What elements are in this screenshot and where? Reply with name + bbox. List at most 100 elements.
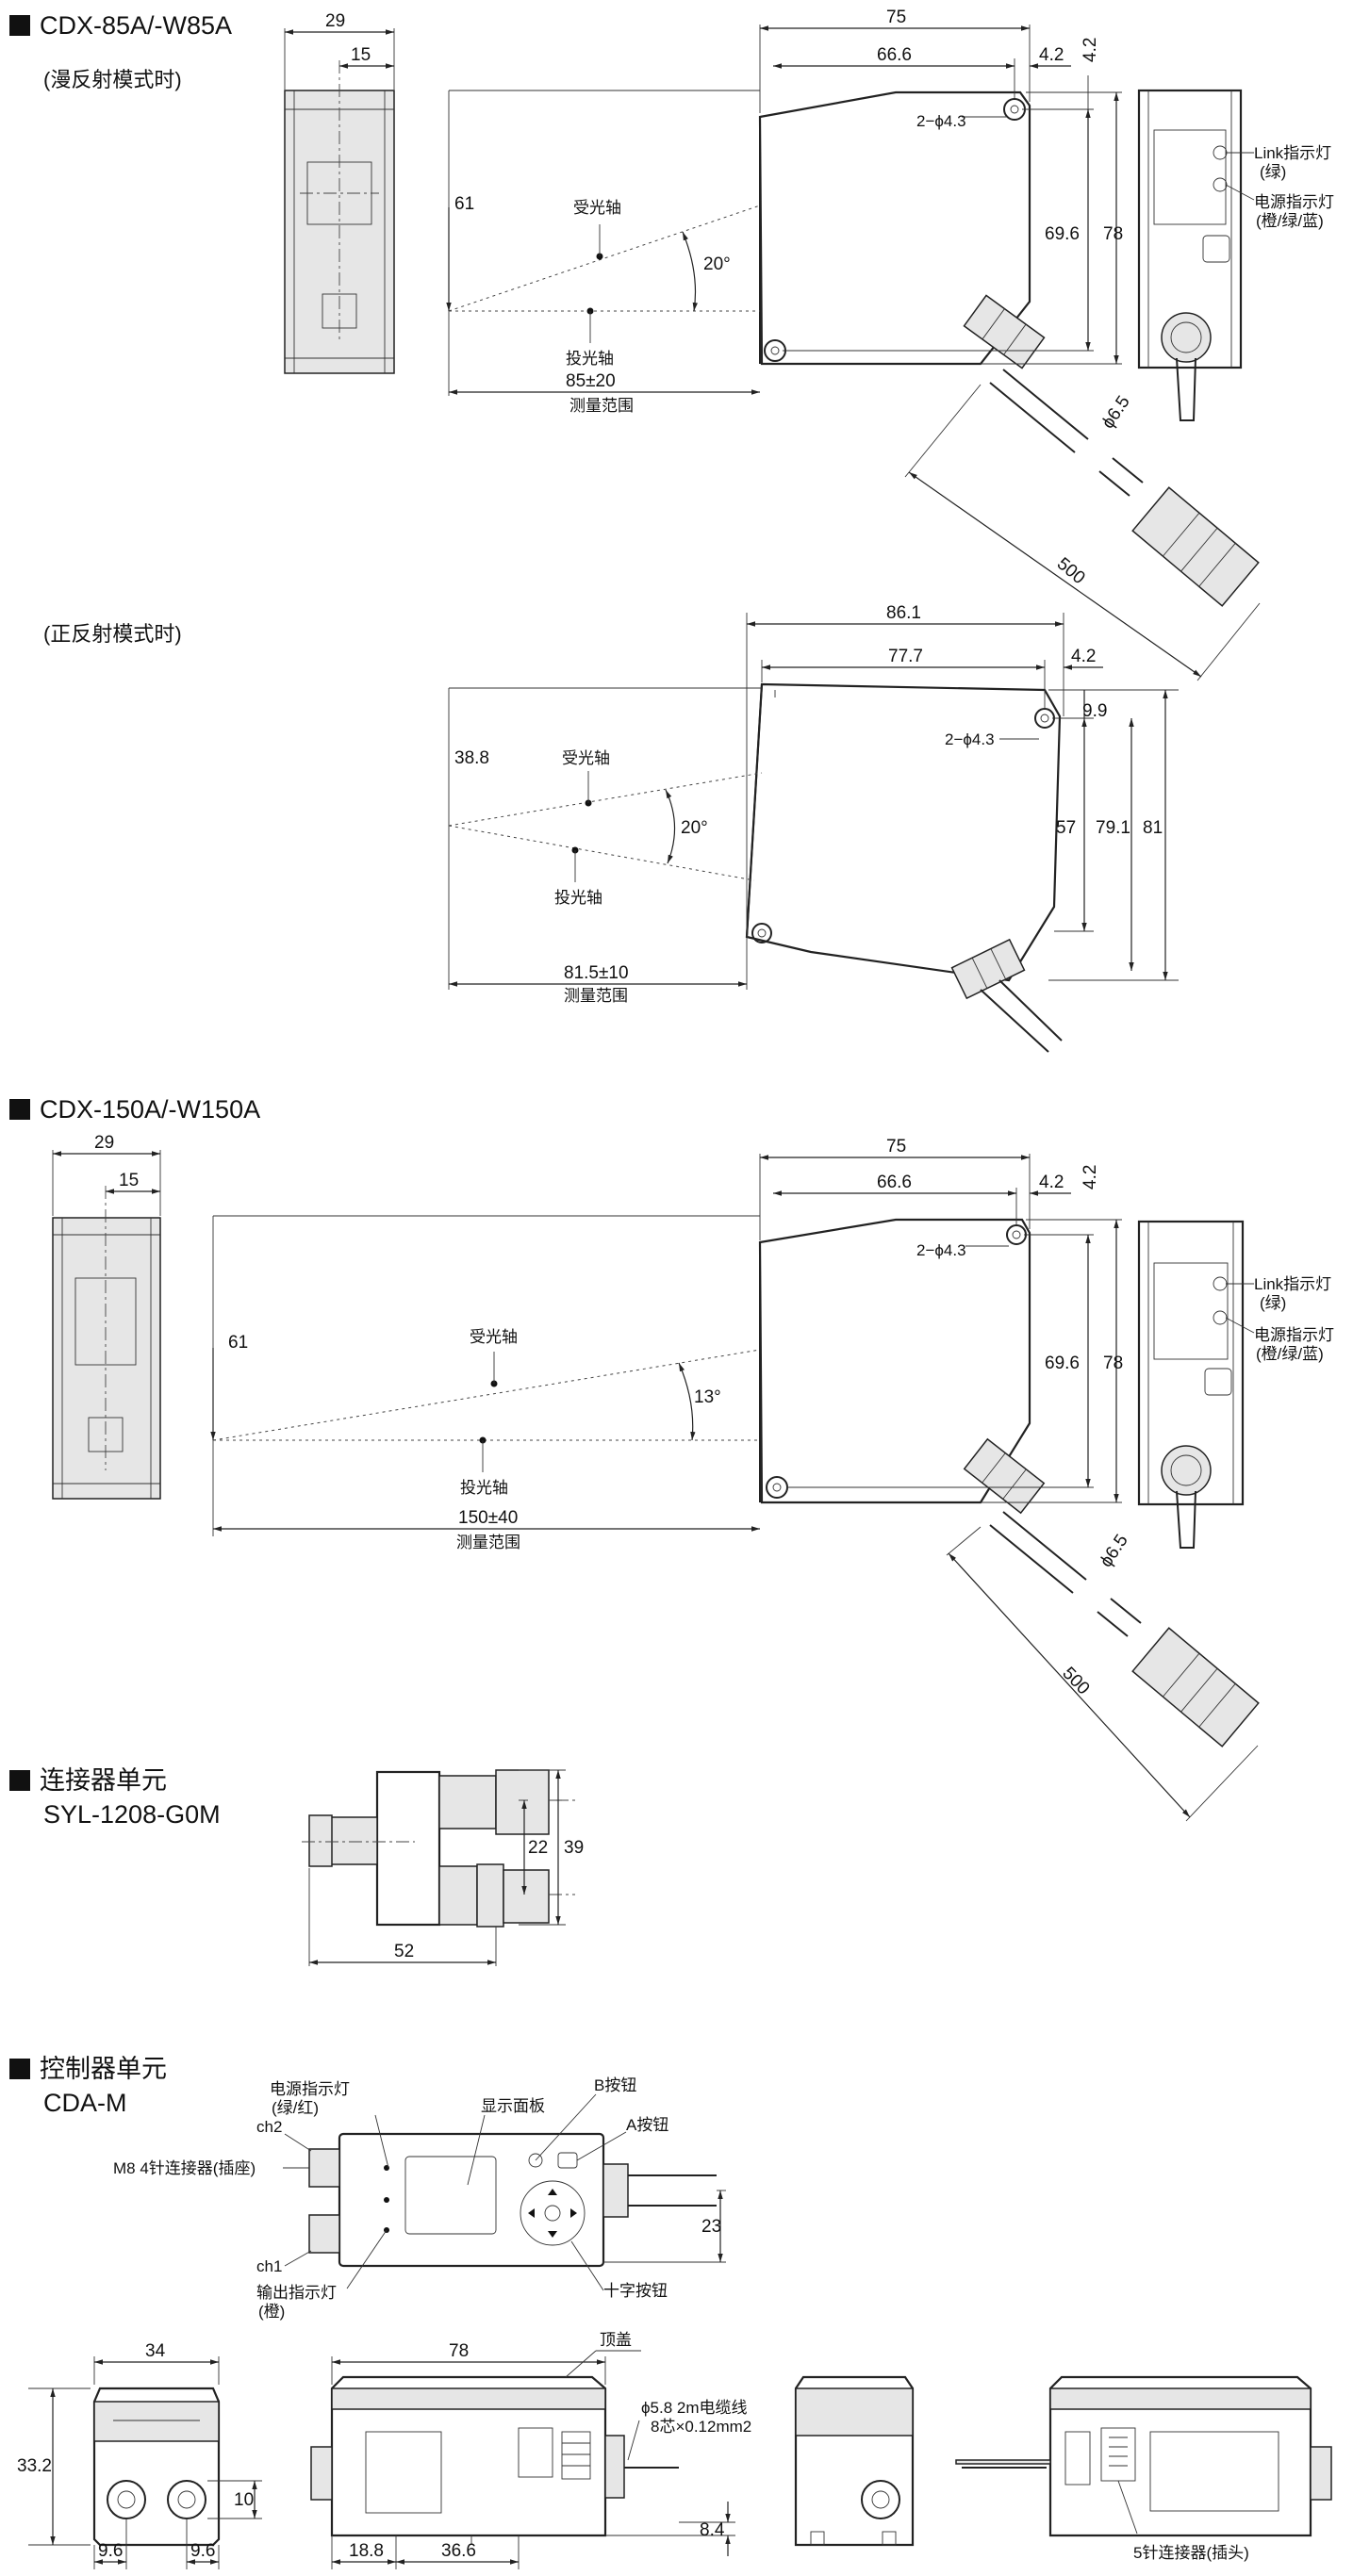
display-panel <box>404 2156 497 2235</box>
connector-drawing: 22 39 52 <box>302 1769 584 1966</box>
dim-phi65-150: ϕ6.5 <box>1097 1531 1132 1570</box>
dim-81: 81 <box>1143 818 1163 838</box>
dim-81-5: 81.5±10 <box>564 963 629 983</box>
dim-66-6-150: 66.6 <box>877 1173 912 1192</box>
cross-button-label: 十字按钮 <box>603 2282 668 2300</box>
dim-77-7: 77.7 <box>888 647 923 666</box>
dim-22-connector: 22 <box>528 1838 548 1858</box>
dim-66-6: 66.6 <box>877 45 912 65</box>
output-led-label: 输出指示灯 <box>256 2284 337 2302</box>
dim-78-controller: 78 <box>449 2341 469 2361</box>
dim-150-40: 150±40 <box>458 1508 518 1528</box>
measure-range-label-specular: 测量范围 <box>564 987 628 1005</box>
measure-range-label-150: 测量范围 <box>456 1534 520 1551</box>
section-bullet-icon <box>9 1099 30 1120</box>
dim-39-connector: 39 <box>564 1838 584 1858</box>
dim-33-2: 33.2 <box>17 2456 52 2476</box>
a-button-label: A按钮 <box>626 2116 668 2134</box>
sensor150-front-view: 29 15 <box>52 1133 161 1500</box>
dim-61-150: 61 <box>228 1333 248 1353</box>
dim-10: 10 <box>234 2490 254 2510</box>
dim-61: 61 <box>454 194 474 214</box>
hole-callout-specular: 2−ϕ4.3 <box>945 730 995 748</box>
section-cdx85: CDX-85A/-W85A (漫反射模式时) 29 15 <box>9 8 1334 1053</box>
dim-29: 29 <box>325 11 345 31</box>
connector-model: SYL-1208-G0M <box>43 1800 221 1829</box>
section-title-cdx150: CDX-150A/-W150A <box>40 1095 260 1124</box>
dim-8-4: 8.4 <box>700 2520 725 2540</box>
output-led-color: (橙) <box>258 2303 285 2321</box>
dim-36-6: 36.6 <box>441 2541 476 2561</box>
power-led-label: 电源指示灯 <box>1254 193 1334 211</box>
dim-15: 15 <box>351 45 371 65</box>
dim-23-controller: 23 <box>701 2217 721 2237</box>
section-title-controller: 控制器单元 <box>40 2055 167 2083</box>
dim-4-2-vertical-150: 4.2 <box>1081 1165 1100 1190</box>
section-title-connector: 连接器单元 <box>40 1766 167 1795</box>
controller-side-view: 18.8 36.6 78 顶盖 ϕ5.8 2m电缆线 8芯×0.12mm2 8.… <box>310 2331 751 2569</box>
receive-axis-label-specular: 受光轴 <box>562 749 610 767</box>
dim-34: 34 <box>145 2341 166 2361</box>
cable-spec-label: 8芯×0.12mm2 <box>651 2418 751 2436</box>
dim-85-20: 85±20 <box>566 371 616 391</box>
controller-top-view: 电源指示灯 (绿/红) 显示面板 B按钮 A按钮 ch2 M8 4针连接器(插座… <box>113 2076 726 2321</box>
dim-75: 75 <box>886 8 906 27</box>
cable-nut-icon <box>1161 312 1212 363</box>
dim-phi65: ϕ6.5 <box>1098 392 1134 432</box>
controller-front-view: 34 33.2 10 9.6 9.6 <box>17 2341 262 2569</box>
project-axis-label-150: 投光轴 <box>460 1479 508 1497</box>
sensor150-side-view: 500 ϕ6.5 75 66.6 4.2 69.6 78 4.2 2−ϕ4.3 … <box>210 1137 1260 1822</box>
dim-69-6-150: 69.6 <box>1045 1354 1080 1373</box>
sensor150-rear-view: Link指示灯 (绿) 电源指示灯 (橙/绿/蓝) <box>1137 1220 1334 1549</box>
cable-label: ϕ5.8 2m电缆线 <box>641 2399 748 2417</box>
section-cdx150: CDX-150A/-W150A 29 15 <box>9 1095 1334 1822</box>
ch2-label: ch2 <box>256 2118 282 2136</box>
ch1-label: ch1 <box>256 2257 282 2275</box>
dim-38-8: 38.8 <box>454 748 489 768</box>
link-led-label-150: Link指示灯 <box>1254 1275 1331 1293</box>
cross-button-icon <box>520 2180 586 2246</box>
dim-4-2: 4.2 <box>1039 45 1064 65</box>
b-button-label: B按钮 <box>594 2076 636 2094</box>
dim-86-1: 86.1 <box>886 603 921 623</box>
dim-79-1: 79.1 <box>1096 818 1130 838</box>
cable-connector <box>1131 486 1260 607</box>
dim-500-150: 500 <box>1058 1664 1093 1698</box>
ctrl-power-led-label: 电源指示灯 <box>270 2080 350 2098</box>
display-panel-label: 显示面板 <box>481 2097 545 2115</box>
section-bullet-icon <box>9 15 30 36</box>
ctrl-power-led-color: (绿/红) <box>272 2099 319 2117</box>
dim-78: 78 <box>1103 224 1123 244</box>
power-led-icon <box>1213 1310 1228 1325</box>
dim-75-150: 75 <box>886 1137 906 1157</box>
angle-13deg: 13° <box>694 1387 721 1407</box>
project-axis-label-specular: 投光轴 <box>554 889 602 907</box>
dim-78-150: 78 <box>1103 1354 1123 1373</box>
dim-9-6-right: 9.6 <box>190 2541 215 2561</box>
controller-opposite-side-view: 5针连接器(插头) <box>955 2375 1332 2562</box>
receive-axis-label-150: 受光轴 <box>470 1328 518 1346</box>
link-led-color-150: (绿) <box>1260 1294 1286 1312</box>
receive-axis-label: 受光轴 <box>573 199 621 217</box>
top-cover-label: 顶盖 <box>600 2331 632 2349</box>
link-led-label: Link指示灯 <box>1254 144 1331 162</box>
diffuse-mode-caption: (漫反射模式时) <box>43 68 182 91</box>
section-controller: 控制器单元 CDA-M 电源指示灯 (绿/红) 显示面板 B按钮 A按钮 ch2 <box>9 2055 1332 2569</box>
b-button <box>528 2153 543 2168</box>
hole-callout-150: 2−ϕ4.3 <box>916 1241 966 1259</box>
project-axis-label: 投光轴 <box>566 350 614 368</box>
power-led-color-150: (橙/绿/蓝) <box>1256 1345 1324 1363</box>
dim-29-150: 29 <box>94 1133 114 1153</box>
sensor-front-view: 29 15 <box>284 11 395 374</box>
cable-nut-icon <box>1161 1445 1212 1496</box>
dim-9-9: 9.9 <box>1082 701 1107 721</box>
dim-57: 57 <box>1056 818 1076 838</box>
hole-callout: 2−ϕ4.3 <box>916 112 966 130</box>
sensor-specular-view: 86.1 77.7 4.2 9.9 57 79.1 81 2−ϕ4.3 38.8… <box>448 603 1179 1053</box>
sensor-rear-view: Link指示灯 (绿) 电源指示灯 (橙/绿/蓝) <box>1137 89 1334 421</box>
dim-18-8: 18.8 <box>349 2541 384 2561</box>
5pin-connector-label: 5针连接器(插头) <box>1133 2544 1249 2562</box>
power-led-color: (橙/绿/蓝) <box>1256 212 1324 230</box>
